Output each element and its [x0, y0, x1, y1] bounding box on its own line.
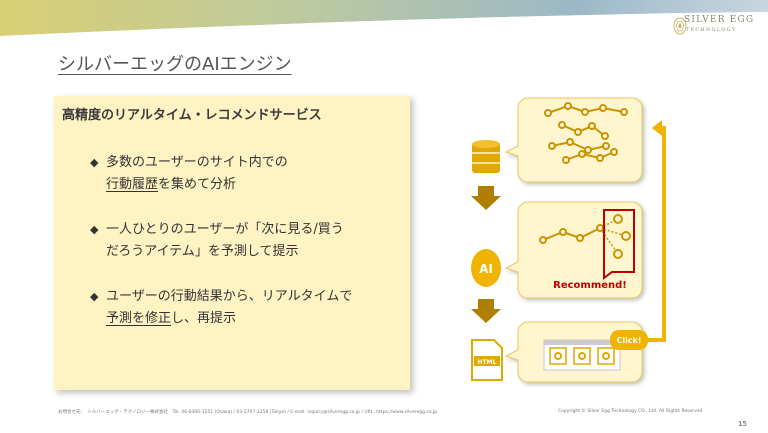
- footer-contact: お問合せ先： シルバーエッグ・テクノロジー株式会社 Tel. 06-6306-1…: [58, 410, 438, 415]
- bullet-text: 一人ひとりのユーザーが「次に見る/買う: [106, 222, 344, 237]
- footer-copyright: Copyright © Silver Egg Technology CO., L…: [558, 409, 704, 414]
- click-label: Click!: [616, 336, 641, 345]
- panel-heading: 高精度のリアルタイム・レコメンドサービス: [62, 108, 322, 123]
- ai-label: AI: [479, 262, 493, 276]
- arrow-down-icon: [471, 186, 501, 210]
- underlined-text: 予測を修正: [106, 311, 172, 326]
- page-number: 15: [738, 420, 747, 428]
- data-analysis-bubble: [504, 97, 643, 183]
- page-title: シルバーエッグのAIエンジン: [58, 54, 292, 75]
- content-panel: [54, 96, 410, 390]
- diamond-bullet-icon: ◆: [90, 156, 99, 169]
- bullet-text: 予測を修正し、再提示: [106, 308, 236, 330]
- bullet-text-rest: を集めて分析: [158, 177, 237, 192]
- diamond-bullet-icon: ◆: [90, 290, 99, 303]
- prediction-path-icon: [539, 209, 635, 280]
- header-band: [0, 0, 768, 40]
- bullet-text: ユーザーの行動結果から、リアルタイムで: [106, 289, 353, 304]
- web-page-icon: [543, 339, 621, 371]
- logo-title: SILVER EGG: [684, 15, 755, 25]
- html-document-icon: [471, 339, 503, 381]
- return-arrow-icon: [646, 126, 666, 342]
- arrow-down-icon: [471, 299, 501, 323]
- bullet-text: だろうアイテム」を予測して提示: [106, 244, 299, 259]
- recommend-label: Recommend!: [553, 280, 627, 291]
- underlined-text: 行動履歴: [106, 177, 159, 192]
- data-points-icon: [544, 102, 628, 164]
- diamond-bullet-icon: ◆: [90, 223, 99, 236]
- click-badge: [610, 330, 648, 350]
- database-icon: [472, 140, 500, 173]
- ai-egg-icon: [471, 249, 501, 287]
- silver-egg-logo-icon: [673, 17, 687, 35]
- arrow-head-icon: [652, 120, 662, 136]
- bullet-text: 多数のユーザーのサイト内での: [106, 155, 288, 170]
- html-label: HTML: [478, 359, 497, 366]
- bullet-text: 行動履歴を集めて分析: [106, 174, 236, 196]
- bullet-text-rest: し、再提示: [171, 311, 237, 326]
- logo-subtitle: TECHNOLOGY: [686, 27, 737, 33]
